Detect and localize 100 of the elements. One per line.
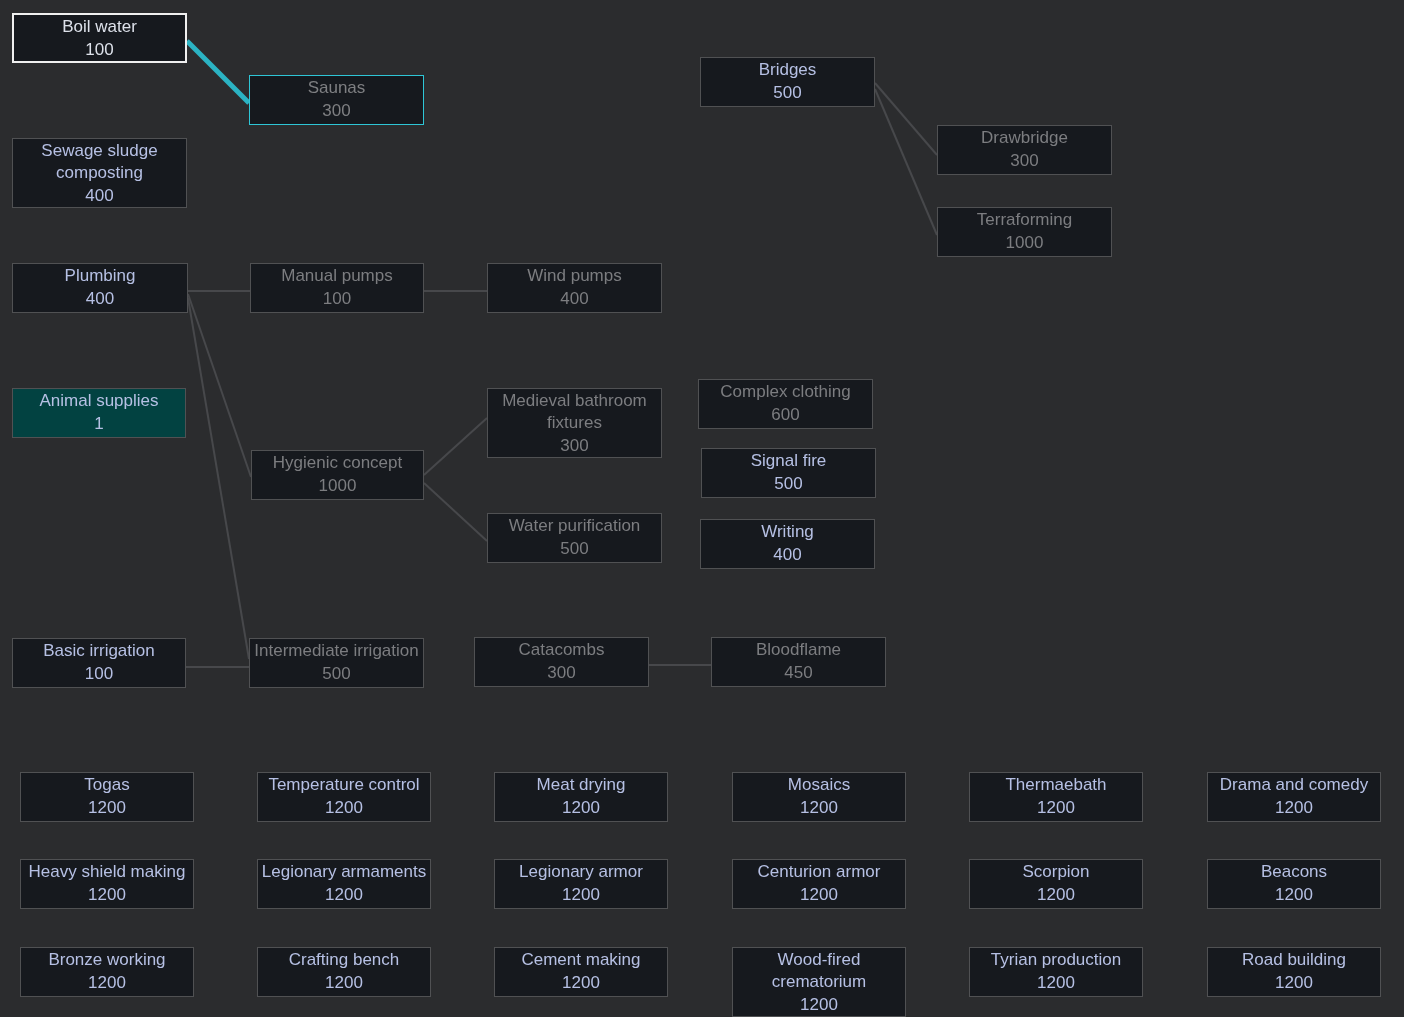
tech-cost: 1200 [1036,972,1076,994]
tech-name: Heavy shield making [27,861,187,883]
tech-name: Hygienic concept [271,452,404,474]
tech-name: Intermediate irrigation [253,640,420,662]
tech-name: Temperature control [267,774,421,796]
tech-name: Legionary armor [518,861,644,883]
tech-name: Thermaebath [1004,774,1108,796]
tech-cost: 400 [772,544,803,566]
tech-name: Meat drying [535,774,627,796]
tech-name: Bronze working [47,949,167,971]
tech-node [969,947,1143,997]
tech-cost: 450 [783,662,814,684]
locked-tech-node [937,207,1112,257]
tech-node [20,772,194,822]
connector-line [187,293,252,478]
tech-cost: 100 [84,39,115,61]
tech-cost: 1200 [324,797,364,819]
tech-name: Writing [760,521,815,543]
tech-cost: 1200 [561,884,601,906]
locked-tech-node [249,638,424,688]
tech-name: Signal fire [749,450,828,472]
connector-line [874,88,938,236]
tech-node [20,859,194,909]
tech-cost: 500 [559,538,590,560]
selected-tech-node [12,13,187,63]
tech-cost: 1200 [561,972,601,994]
tech-node [12,638,186,688]
connector-line [874,82,938,156]
connector-line [423,417,488,476]
locked-tech-node [711,637,886,687]
tech-cost: 1200 [1274,797,1314,819]
tech-cost: 300 [559,435,590,457]
tech-node [732,772,906,822]
locked-tech-node [474,637,649,687]
tech-cost: 1200 [87,797,127,819]
tech-cost: 400 [84,185,115,207]
tech-cost: 1200 [324,884,364,906]
tech-name: Mosaics [786,774,852,796]
tech-node [969,859,1143,909]
locked-tech-node [487,388,662,458]
tech-name: Wood-fired crematorium [770,949,868,993]
tech-name: Beacons [1259,861,1329,883]
tech-cost: 1200 [87,972,127,994]
tech-node [701,448,876,498]
tech-cost: 1200 [799,994,839,1016]
tech-name: Plumbing [63,265,137,287]
tech-node [1207,772,1381,822]
locked-tech-node [487,513,662,563]
tech-node [257,947,431,997]
tech-name: Water purification [507,515,642,537]
tech-node [494,772,668,822]
tech-node [12,138,187,208]
tech-cost: 1200 [561,797,601,819]
tech-name: Terraforming [975,209,1074,231]
tech-cost: 1000 [1004,232,1045,254]
tech-cost: 1200 [1274,884,1314,906]
locked-tech-node [251,450,424,500]
tech-name: Drawbridge [980,127,1069,149]
tech-node [700,57,875,107]
tech-cost: 400 [559,288,590,310]
tech-name: Drama and comedy [1218,774,1370,796]
tech-cost: 600 [770,404,801,426]
tech-cost: 100 [83,663,115,685]
tech-name: Bloodflame [754,639,843,661]
tech-name: Bridges [757,59,818,81]
tech-name: Crafting bench [287,949,401,971]
tech-node [257,772,431,822]
tech-name: Wind pumps [526,265,623,287]
tech-name: Medieval bathroom fixtures [501,390,648,434]
tech-name: Centurion armor [756,861,882,883]
tech-cost: 1200 [1036,884,1076,906]
tech-name: Cement making [520,949,642,971]
tech-cost: 1200 [324,972,364,994]
tech-name: Road building [1241,949,1347,971]
tech-cost: 300 [321,100,352,122]
tech-name: Legionary armaments [260,861,428,883]
tech-name: Togas [83,774,131,796]
tech-cost: 1200 [1036,797,1076,819]
tech-name: Scorpion [1021,861,1091,883]
tech-node [1207,859,1381,909]
tech-cost: 500 [773,473,804,495]
tech-cost: 400 [84,288,116,310]
tech-name: Catacombs [517,639,606,661]
tech-cost: 1200 [799,884,839,906]
tech-name: Animal supplies [38,390,160,412]
tech-cost: 1200 [87,884,127,906]
tech-node [732,947,906,1017]
tech-node [20,947,194,997]
tech-cost: 300 [546,662,577,684]
tech-node [969,772,1143,822]
tech-cost: 1200 [799,797,839,819]
locked-tech-node [698,379,873,429]
tech-name: Basic irrigation [42,640,156,662]
tech-cost: 1 [93,413,105,435]
tech-node [257,859,431,909]
tech-node [494,947,668,997]
tech-name: Tyrian production [989,949,1123,971]
tech-cost: 1000 [317,475,358,497]
tech-name: Manual pumps [280,265,394,287]
tech-name: Complex clothing [719,381,852,403]
